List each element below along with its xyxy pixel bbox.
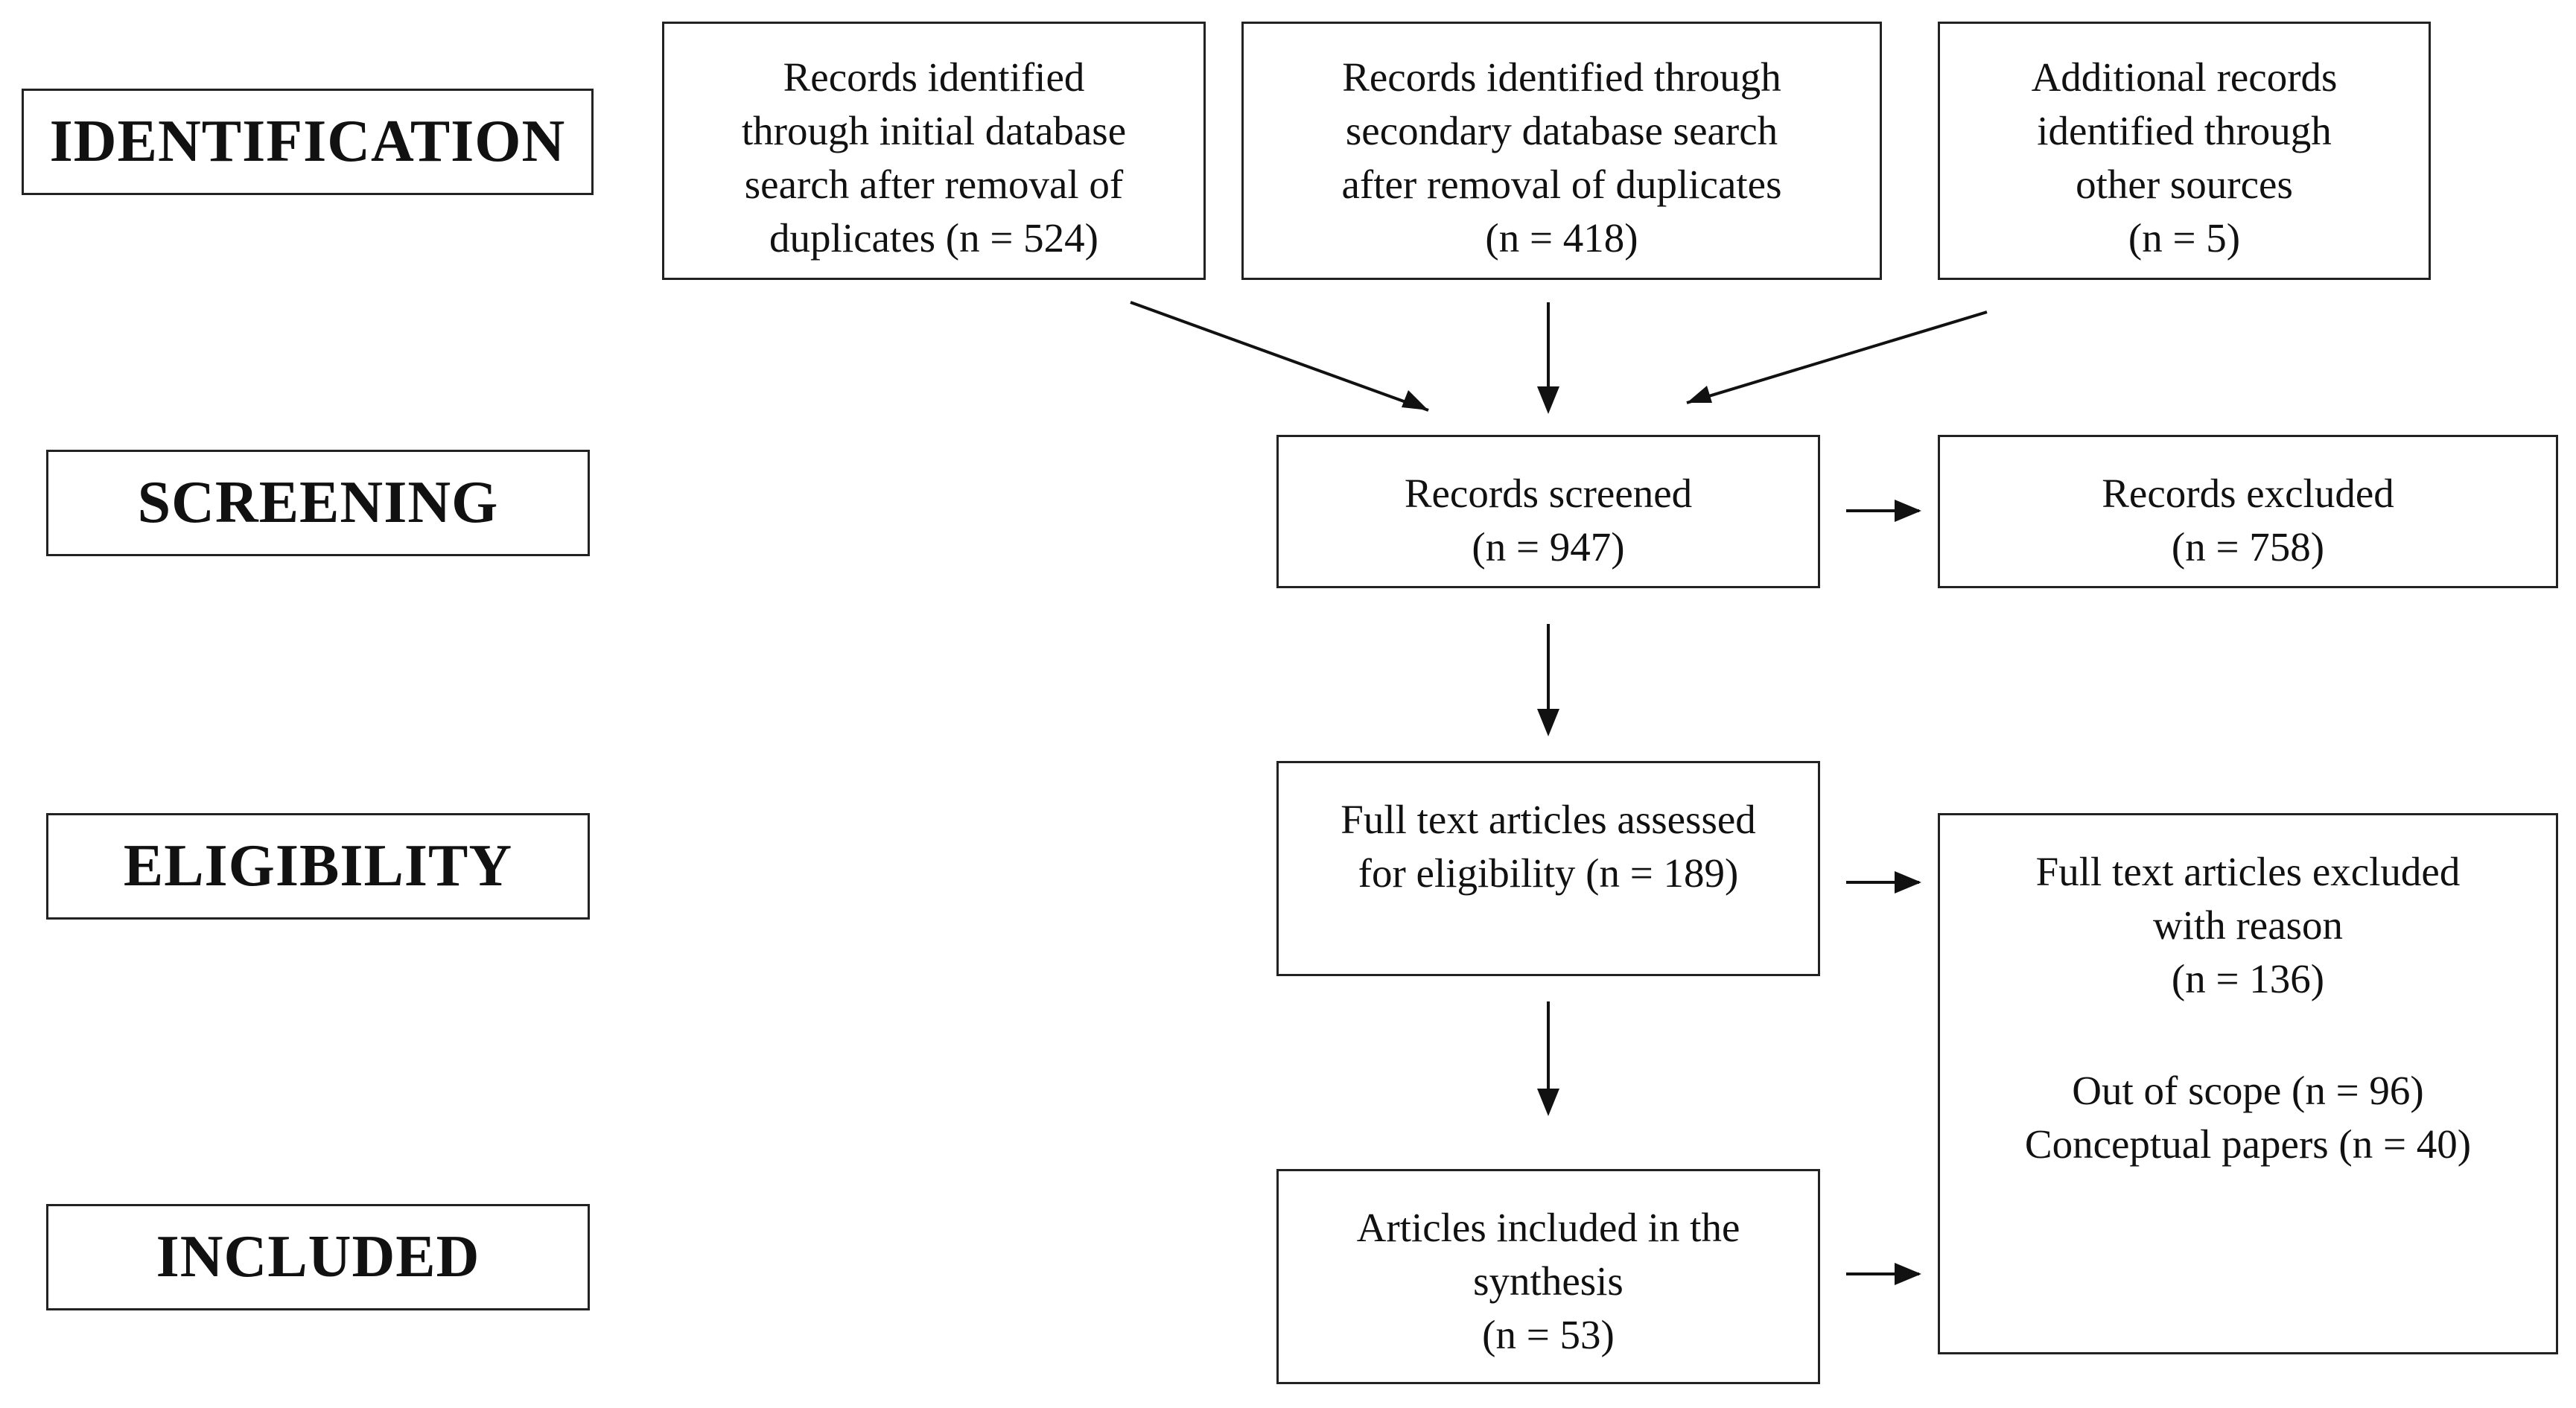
box-initial-database-search: Records identified through initial datab…	[662, 22, 1206, 280]
arrowhead-included	[1537, 1089, 1559, 1116]
stage-eligibility: ELIGIBILITY	[46, 813, 590, 920]
box-text-line: secondary database search	[1345, 108, 1778, 153]
box-text-line: Full text articles excluded	[2035, 849, 2461, 894]
stage-included: INCLUDED	[46, 1204, 590, 1310]
box-text-line: through initial database	[741, 108, 1127, 153]
arrowhead-fulltext	[1537, 709, 1559, 736]
arrowhead-excluded	[1895, 500, 1921, 522]
box-text-line: Articles included in the	[1356, 1205, 1740, 1250]
box-secondary-database-search: Records identified through secondary dat…	[1241, 22, 1882, 280]
box-text-line: for eligibility (n = 189)	[1358, 850, 1739, 896]
box-text-line: Records identified	[783, 54, 1085, 100]
box-text-line: (n = 947)	[1472, 524, 1625, 570]
box-text-line: Records excluded	[2102, 471, 2394, 516]
box-text-line: other sources	[2076, 162, 2293, 207]
box-text-line: synthesis	[1473, 1258, 1623, 1304]
arrowhead-included-right	[1895, 1263, 1921, 1285]
box-text-line: (n = 418)	[1485, 215, 1638, 261]
box-text-line: Additional records	[2031, 54, 2338, 100]
box-text-line: Records identified through	[1342, 54, 1781, 100]
exclusion-reason: Conceptual papers (n = 40)	[2024, 1121, 2472, 1167]
arrowhead-other	[1687, 386, 1712, 403]
box-text-line: (n = 5)	[2128, 215, 2241, 261]
box-text-line: duplicates (n = 524)	[769, 215, 1098, 261]
box-text-line: (n = 758)	[2171, 524, 2325, 570]
box-text-line: identified through	[2037, 108, 2332, 153]
box-articles-included: Articles included in the synthesis (n = …	[1276, 1169, 1820, 1384]
arrow-initial-to-screened	[1130, 301, 1429, 412]
box-text-line: after removal of duplicates	[1341, 162, 1782, 207]
arrowhead-secondary	[1537, 386, 1559, 414]
box-records-excluded: Records excluded (n = 758)	[1938, 435, 2558, 588]
arrowhead-ftexcluded	[1895, 871, 1921, 893]
box-text-line: Full text articles assessed	[1341, 797, 1756, 842]
box-other-sources: Additional records identified through ot…	[1938, 22, 2431, 280]
arrowhead-initial	[1402, 390, 1428, 410]
box-text-line: with reason	[2152, 902, 2344, 948]
box-fulltext-assessed: Full text articles assessed for eligibil…	[1276, 761, 1820, 976]
stage-screening: SCREENING	[46, 450, 590, 556]
arrow-other-to-screened	[1686, 310, 1988, 404]
box-text-line: (n = 53)	[1482, 1312, 1615, 1357]
stage-identification: IDENTIFICATION	[22, 89, 594, 195]
box-text-line: Records screened	[1404, 471, 1693, 516]
exclusion-reason: Out of scope (n = 96)	[2072, 1068, 2424, 1113]
box-text-line: search after removal of	[744, 162, 1124, 207]
box-text-line: (n = 136)	[2171, 956, 2325, 1001]
box-records-screened: Records screened (n = 947)	[1276, 435, 1820, 588]
box-fulltext-excluded: Full text articles excluded with reason …	[1938, 813, 2558, 1354]
